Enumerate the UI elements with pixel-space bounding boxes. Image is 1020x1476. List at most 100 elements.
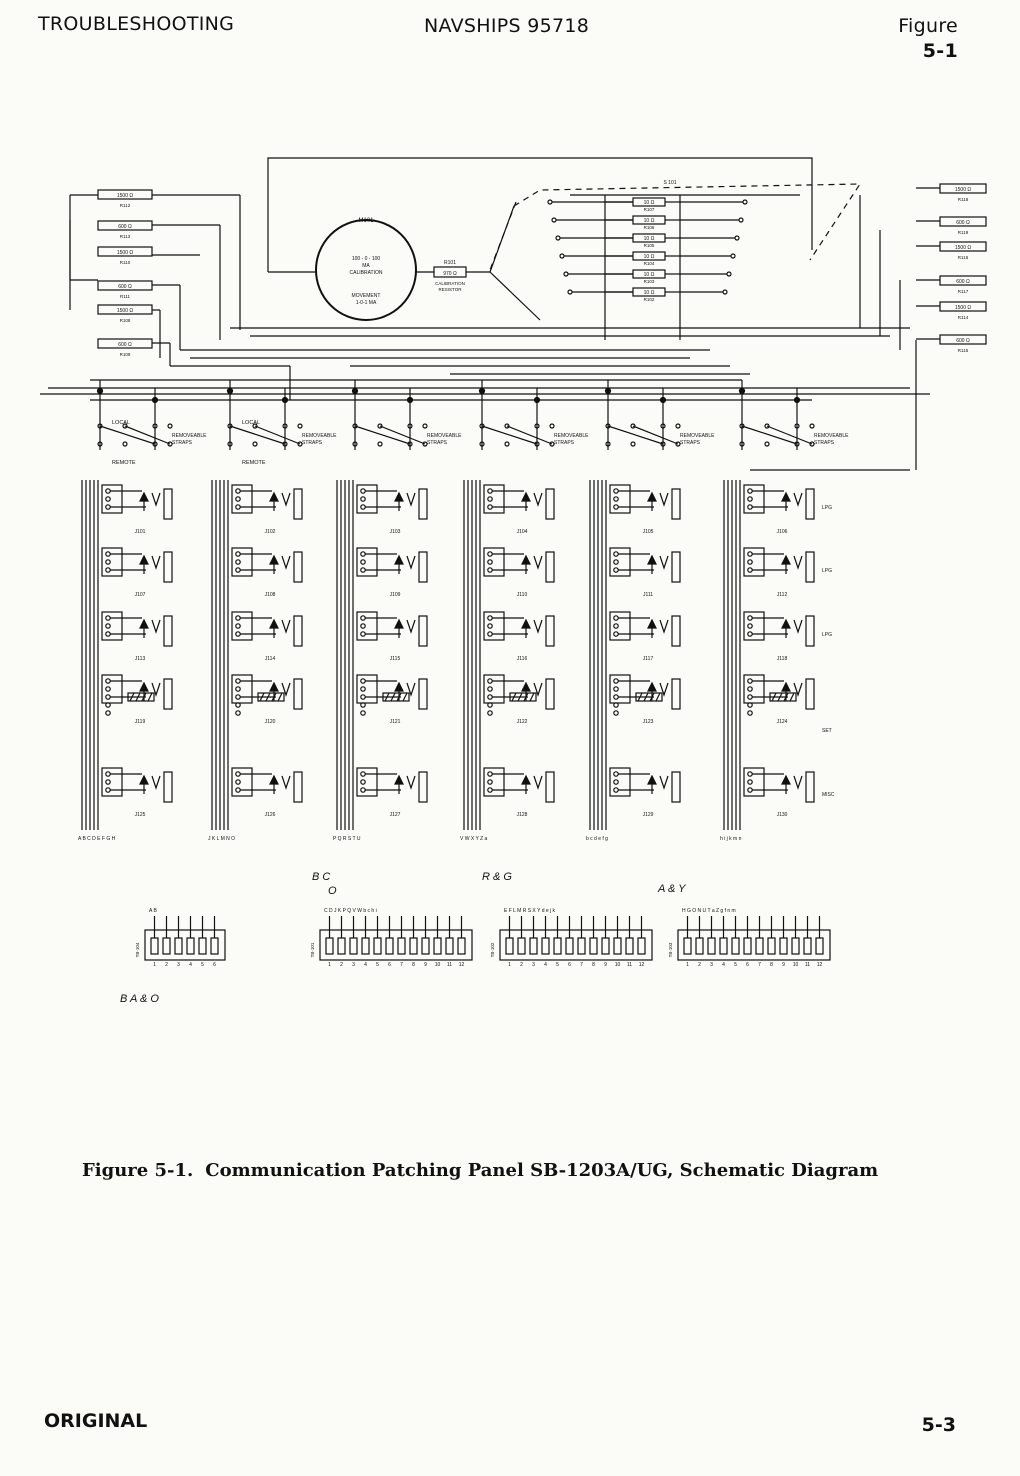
terminal-board-tb-102 bbox=[499, 916, 653, 961]
resistor-value: 600 Ω bbox=[118, 342, 132, 348]
strap-straps-label: STRAPS bbox=[302, 440, 323, 446]
jack-body bbox=[483, 767, 505, 797]
terminal-post bbox=[150, 937, 159, 955]
strap-terminal bbox=[794, 441, 800, 447]
jack-terminal bbox=[235, 559, 241, 565]
jack-label: J122 bbox=[517, 719, 528, 725]
jack-hatch-line bbox=[511, 692, 517, 702]
terminal-number: 9 bbox=[424, 962, 427, 968]
strap-straps-label: STRAPS bbox=[554, 440, 575, 446]
junction-dot bbox=[793, 396, 801, 404]
bus-letters: P Q R S T U bbox=[333, 836, 361, 842]
jack-tip bbox=[406, 619, 416, 634]
jack-hatch bbox=[127, 692, 155, 702]
jack-terminal bbox=[487, 496, 493, 502]
jack-terminal bbox=[105, 686, 111, 692]
terminal-post bbox=[767, 937, 776, 955]
jack-sleeve bbox=[418, 488, 428, 520]
resistor-value: 1500 Ω bbox=[117, 193, 134, 199]
jack-hatch-line bbox=[265, 692, 271, 702]
jack-terminal bbox=[487, 488, 493, 494]
strap-terminal bbox=[549, 441, 555, 447]
jack-terminal bbox=[360, 694, 366, 700]
terminal-board-tb-104 bbox=[144, 916, 226, 961]
handwritten-note: O bbox=[328, 885, 337, 897]
header-section: TROUBLESHOOTING bbox=[38, 13, 235, 35]
switch-contact-left bbox=[551, 217, 557, 223]
terminal-letters: A B bbox=[149, 908, 157, 914]
terminal-board-tb-103 bbox=[677, 916, 831, 961]
jack-j127 bbox=[356, 767, 428, 803]
jack-sleeve bbox=[545, 615, 555, 647]
jack-j119 bbox=[101, 674, 173, 716]
terminal-post bbox=[433, 937, 442, 955]
jack-sleeve bbox=[293, 771, 303, 803]
resistor-ref: R113 bbox=[120, 234, 131, 239]
jack-hatch-line bbox=[789, 692, 795, 702]
strap-terminal bbox=[252, 423, 258, 429]
strap-terminal bbox=[605, 441, 611, 447]
junction-dot bbox=[281, 396, 289, 404]
jack-tip bbox=[659, 492, 669, 507]
terminal-number: 10 bbox=[615, 962, 621, 968]
resistor-value: 600 Ω bbox=[956, 220, 970, 226]
jack-terminal bbox=[105, 496, 111, 502]
resistor-value: 10 Ω bbox=[644, 290, 655, 296]
resistor-value: 1500 Ω bbox=[955, 305, 972, 311]
row-label: MISC bbox=[822, 792, 835, 798]
jack-label: J112 bbox=[777, 592, 788, 598]
jack-terminal bbox=[235, 488, 241, 494]
junction-dot bbox=[533, 396, 541, 404]
strap-terminal bbox=[764, 441, 770, 447]
jack-label: J127 bbox=[390, 812, 401, 818]
strap-terminal bbox=[809, 441, 815, 447]
jack-tip bbox=[281, 555, 291, 570]
row-label: LPG bbox=[822, 632, 832, 638]
jack-terminal bbox=[487, 623, 493, 629]
terminal-post bbox=[210, 937, 219, 955]
strap-terminal bbox=[122, 441, 128, 447]
jack-j113 bbox=[101, 611, 173, 647]
strap-terminal bbox=[660, 423, 666, 429]
terminal-number: 1 bbox=[508, 962, 511, 968]
jack-sleeve bbox=[545, 488, 555, 520]
jack-label: J118 bbox=[777, 656, 788, 662]
jack-terminal bbox=[235, 496, 241, 502]
jack-j103 bbox=[356, 484, 428, 520]
strap-link bbox=[766, 425, 813, 445]
strap-removeable-label: REMOVEABLE bbox=[302, 433, 337, 439]
terminal-board-label: TB-102 bbox=[490, 942, 495, 957]
strap-removeable-label: REMOVEABLE bbox=[680, 433, 715, 439]
terminal-post bbox=[743, 937, 752, 955]
jack-label: J128 bbox=[517, 812, 528, 818]
strap-terminal bbox=[152, 441, 158, 447]
terminal-post bbox=[445, 937, 454, 955]
jack-hatch-line bbox=[271, 692, 277, 702]
jack-terminal bbox=[105, 678, 111, 684]
jack-j129 bbox=[609, 767, 681, 803]
strap-remote-label: REMOTE bbox=[112, 460, 136, 466]
terminal-number: 4 bbox=[722, 962, 725, 968]
jack-terminal bbox=[235, 702, 241, 708]
jack-j121 bbox=[356, 674, 428, 716]
jack-label: J116 bbox=[517, 656, 528, 662]
cal-resistor-label: CALIBRATION bbox=[435, 281, 465, 286]
jack-j120 bbox=[231, 674, 303, 716]
jack-tip bbox=[659, 682, 669, 697]
terminal-post bbox=[803, 937, 812, 955]
strap-link bbox=[354, 425, 411, 445]
jack-terminal bbox=[747, 559, 753, 565]
jack-label: J124 bbox=[777, 719, 788, 725]
jack-terminal bbox=[105, 779, 111, 785]
jack-terminal bbox=[105, 623, 111, 629]
jack-terminal bbox=[235, 686, 241, 692]
resistor-ref: R112 bbox=[120, 203, 131, 208]
jack-sleeve bbox=[163, 771, 173, 803]
switch-contact-right bbox=[722, 289, 728, 295]
jack-hatch bbox=[257, 692, 285, 702]
strap-terminal bbox=[534, 423, 540, 429]
terminal-number: 4 bbox=[364, 962, 367, 968]
strap-straps-label: STRAPS bbox=[814, 440, 835, 446]
jack-terminal bbox=[613, 488, 619, 494]
terminal-number: 5 bbox=[376, 962, 379, 968]
